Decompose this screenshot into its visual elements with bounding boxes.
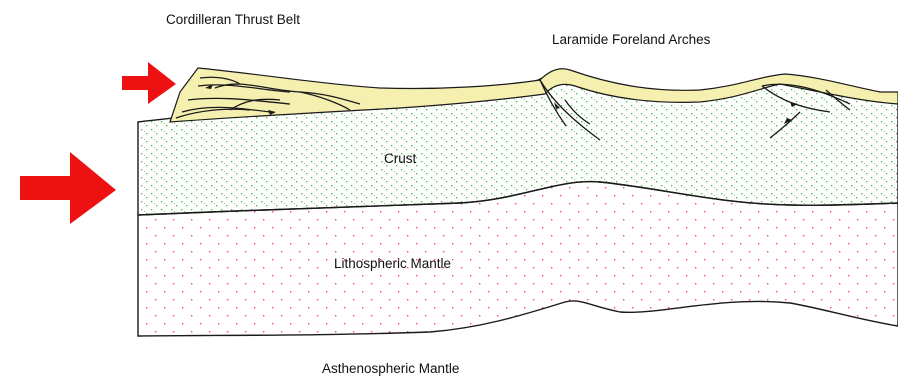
label-crust: Crust: [384, 151, 417, 166]
label-cordilleran-thrust-belt: Cordilleran Thrust Belt: [166, 12, 300, 27]
label-asthenospheric-mantle: Asthenospheric Mantle: [322, 361, 459, 376]
label-laramide-foreland-arches: Laramide Foreland Arches: [552, 32, 711, 47]
arrow-right-icon: [122, 62, 176, 104]
arrow-right-icon: [20, 152, 116, 224]
label-lithospheric-mantle: Lithospheric Mantle: [334, 256, 451, 271]
